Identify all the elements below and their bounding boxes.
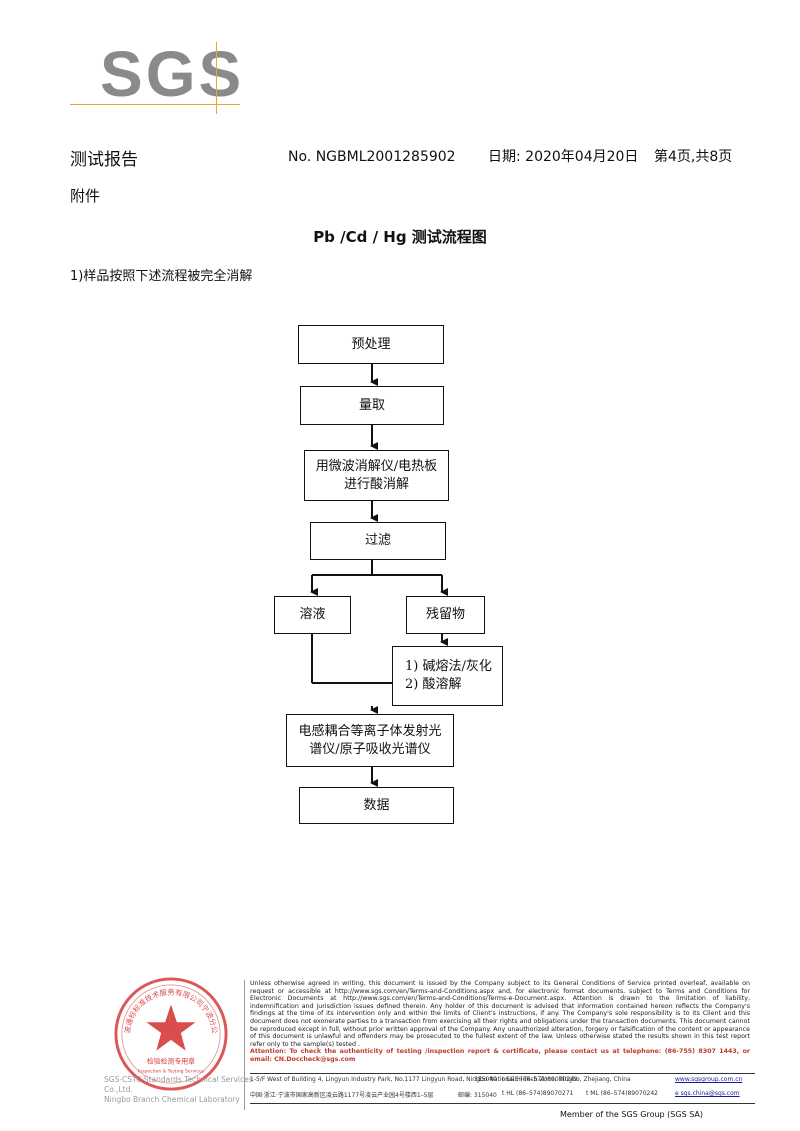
report-title: 测试报告 [70, 150, 138, 170]
logo-accent-vline [216, 42, 217, 114]
address-chinese: 中国·浙江·宁波市国家高新区凌云路1177号凌云产业园4号楼西1–5层 [250, 1092, 434, 1099]
email-link[interactable]: e sgs.china@sgs.com [675, 1090, 740, 1097]
box-filter-label: 过滤 [364, 533, 391, 548]
zip-chinese: 邮编: 315040 [458, 1092, 497, 1099]
seal-caption-line-1: SGS-CSTC Standards Technical Services Co… [104, 1075, 253, 1094]
authenticity-notice[interactable]: Attention: To check the authenticity of … [250, 1048, 750, 1063]
box-acid-digestion: 用微波消解仪/电热板 进行酸消解 [304, 450, 449, 501]
box-instrument: 电感耦合等离子体发射光 谱仪/原子吸收光谱仪 [286, 714, 454, 767]
box-residue: 残留物 [406, 596, 485, 634]
report-date: 日期: 2020年04月20日 [488, 149, 639, 165]
footer-divider [244, 980, 245, 1110]
legal-disclaimer: Unless otherwise agreed in writing, this… [250, 980, 750, 1064]
box-residue-label: 残留物 [425, 607, 465, 622]
box-residue-methods-label: 1) 碱熔法/灰化 2) 酸溶解 [405, 659, 492, 692]
box-acid-digestion-label: 用微波消解仪/电热板 进行酸消解 [315, 458, 438, 492]
box-data-label: 数据 [363, 797, 390, 813]
address-english: 1-5/F West of Building 4, Lingyun Indust… [250, 1076, 631, 1083]
report-number: No. NGBML2001285902 [288, 149, 456, 165]
company-seal-icon: 宁波通标标准技术服务有限公司宁波分公司 检验检测专用章 Inspection &… [112, 975, 228, 1091]
address-rule-top [250, 1073, 755, 1074]
seal-caption: SGS-CSTC Standards Technical Services Co… [104, 1075, 254, 1105]
seal-star-icon [146, 1004, 196, 1051]
phone-ee: t E&E (86–574)89070249 [502, 1076, 578, 1083]
box-instrument-label: 电感耦合等离子体发射光 谱仪/原子吸收光谱仪 [298, 723, 442, 757]
box-residue-methods: 1) 碱熔法/灰化 2) 酸溶解 [392, 646, 503, 706]
zip-english: 315040 [474, 1076, 497, 1083]
box-solution: 溶液 [274, 596, 351, 634]
attachment-label: 附件 [70, 187, 101, 205]
logo-accent-line [70, 104, 240, 105]
disclaimer-text: Unless otherwise agreed in writing, this… [250, 980, 750, 1048]
box-filter: 过滤 [310, 522, 446, 560]
sgs-member-note: Member of the SGS Group (SGS SA) [560, 1110, 704, 1119]
box-pretreatment-label: 预处理 [351, 336, 391, 352]
box-measure: 量取 [300, 386, 444, 425]
sgs-logo: SGS [100, 38, 245, 110]
page-indicator: 第4页,共8页 [654, 149, 733, 165]
box-data: 数据 [299, 787, 454, 824]
box-measure-label: 量取 [358, 397, 385, 413]
address-rule-bottom [250, 1103, 755, 1104]
step-note: 1)样品按照下述流程被完全消解 [70, 269, 253, 284]
website-link[interactable]: www.sgsgroup.com.cn [675, 1076, 743, 1083]
phone-ml: t ML (86–574)89070242 [586, 1090, 658, 1097]
seal-english-text: Inspection & Testing Services [138, 1068, 205, 1074]
seal-center-text: 检验检测专用章 [147, 1057, 195, 1066]
box-solution-label: 溶液 [299, 607, 326, 622]
seal-caption-line-2: Ningbo Branch Chemical Laboratory [104, 1095, 240, 1104]
flowchart-title: Pb /Cd / Hg 测试流程图 [313, 228, 487, 246]
box-pretreatment: 预处理 [298, 325, 444, 364]
phone-hl: t HL (86–574)89070271 [502, 1090, 574, 1097]
